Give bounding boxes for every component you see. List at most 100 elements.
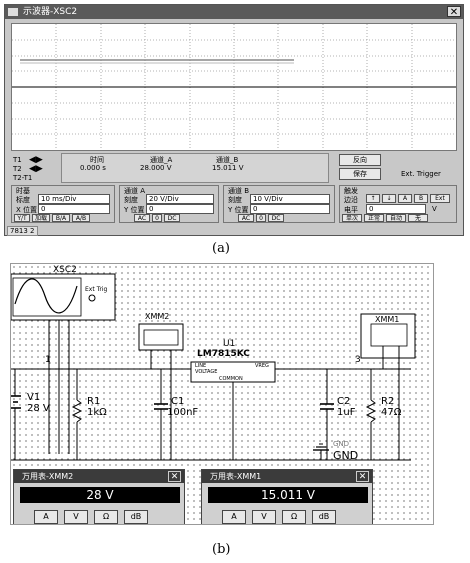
edge-rising-button[interactable]: ↑ — [366, 194, 380, 203]
v1-value: 28 V — [27, 403, 50, 414]
caption-a: (a) — [212, 241, 230, 256]
channel-b-zero-button[interactable]: 0 — [256, 214, 266, 222]
cursor-t1-label: T1 — [13, 156, 22, 164]
scope-ext-trig-label: Ext Trig — [85, 286, 108, 293]
trigger-single-button[interactable]: 单次 — [342, 214, 362, 222]
channel-a-ac-button[interactable]: AC — [134, 214, 150, 222]
cursor-readout-panel: 时间 通道_A 通道_B 0.000 s 28.000 V 15.011 V — [61, 153, 329, 183]
xmm2-label: XMM2 — [145, 312, 170, 321]
trigger-normal-button[interactable]: 正常 — [364, 214, 384, 222]
trigger-level-field[interactable]: 0 — [366, 204, 426, 214]
readout-time-header: 时间 — [90, 156, 104, 164]
edge-source-b-button[interactable]: B — [414, 194, 428, 203]
r2-value: 47Ω — [381, 407, 402, 418]
multimeter-xmm2-display: 28 V — [20, 487, 180, 503]
u1-label: U1 — [223, 339, 236, 349]
xpos-label: X 位置 — [16, 206, 38, 214]
xmm2-db-button[interactable]: dB — [124, 510, 148, 524]
node-3-label: 3 — [355, 355, 361, 365]
c2-name: C2 — [337, 396, 351, 407]
edge-source-ext-button[interactable]: Ext — [430, 194, 450, 203]
mode-ab-button[interactable]: A/B — [72, 214, 90, 222]
ext-trigger-label: Ext. Trigger — [401, 170, 441, 178]
multimeter-xmm1-titlebar[interactable]: 万用表-XMM1 ✕ — [202, 470, 372, 483]
save-button[interactable]: 保存 — [339, 168, 381, 180]
c2-value: 1uF — [337, 407, 356, 418]
cursor-t2-label: T2 — [13, 165, 22, 173]
oscilloscope-screen[interactable] — [11, 23, 457, 151]
scope-label: XSC2 — [53, 265, 77, 275]
oscilloscope-title: 示波器-XSC2 — [23, 7, 78, 17]
close-icon[interactable]: ✕ — [168, 471, 181, 482]
xmm1-amp-button[interactable]: A — [222, 510, 246, 524]
u1-voltage-label: VOLTAGE — [195, 369, 218, 375]
caption-b: (b) — [212, 542, 231, 557]
channel-b-scale-label: 刻度 — [228, 196, 242, 204]
trigger-auto-button[interactable]: 自动 — [386, 214, 406, 222]
xmm2-amp-button[interactable]: A — [34, 510, 58, 524]
channel-b-dc-button[interactable]: DC — [268, 214, 284, 222]
v1-name: V1 — [27, 392, 41, 403]
circuit-schematic: XSC2 Ext Trig XMM2 XMM1 U1 LM7815KC LINE… — [10, 263, 434, 525]
channel-b-group: 通道 B 刻度 10 V/Div Y 位置 0 AC 0 DC — [223, 185, 335, 223]
oscilloscope-titlebar[interactable]: 示波器-XSC2 ✕ — [5, 5, 463, 19]
c1-name: C1 — [171, 396, 185, 407]
scope-graticule — [12, 24, 456, 150]
mode-ba-button[interactable]: B/A — [52, 214, 70, 222]
channel-a-scale-field[interactable]: 20 V/Div — [146, 194, 214, 204]
xmm2-volt-button[interactable]: V — [64, 510, 88, 524]
xmm2-ohm-button[interactable]: Ω — [94, 510, 118, 524]
close-icon[interactable]: ✕ — [447, 6, 461, 18]
u1-pin-in-label: LINE — [195, 363, 207, 369]
gnd-faint-label: GND — [333, 440, 350, 448]
reverse-button[interactable]: 反向 — [339, 154, 381, 166]
channel-b-ypos-label: Y 位置 — [228, 206, 249, 214]
circuit-wires — [11, 273, 416, 461]
timebase-scale-field[interactable]: 10 ms/Div — [38, 194, 110, 204]
channel-a-zero-button[interactable]: 0 — [152, 214, 162, 222]
mode-yt-button[interactable]: Y/T — [14, 214, 30, 222]
r2-name: R2 — [381, 396, 395, 407]
u1-part-label: LM7815KC — [197, 349, 250, 359]
channel-b-ypos-field[interactable]: 0 — [250, 204, 330, 214]
multimeter-xmm1-title: 万用表-XMM1 — [210, 472, 262, 481]
channel-a-scale-label: 刻度 — [124, 196, 138, 204]
edge-source-a-button[interactable]: A — [398, 194, 412, 203]
node-1-label: 1 — [45, 355, 51, 365]
channel-a-dc-button[interactable]: DC — [164, 214, 180, 222]
multimeter-xmm1-display: 15.011 V — [208, 487, 368, 503]
r1-value: 1kΩ — [87, 407, 107, 418]
status-text: 7813 2 — [7, 226, 38, 236]
mode-load-button[interactable]: 加载 — [32, 214, 50, 222]
readout-channel-b-value: 15.011 V — [212, 164, 244, 172]
trigger-level-unit: V — [432, 205, 437, 213]
multimeter-xmm2-titlebar[interactable]: 万用表-XMM2 ✕ — [14, 470, 184, 483]
u1-pin-out-label: VREG — [255, 363, 269, 369]
r1-name: R1 — [87, 396, 101, 407]
multimeter-xmm2-panel: 万用表-XMM2 ✕ 28 V A V Ω dB — [13, 469, 185, 524]
xpos-field[interactable]: 0 — [38, 204, 110, 214]
channel-b-scale-field[interactable]: 10 V/Div — [250, 194, 330, 204]
cursor-t2-arrows-icon[interactable]: ◀▶ — [29, 164, 43, 174]
readout-channel-a-header: 通道_A — [150, 156, 173, 164]
xmm1-ohm-button[interactable]: Ω — [282, 510, 306, 524]
xmm1-db-button[interactable]: dB — [312, 510, 336, 524]
cursor-t1-arrows-icon[interactable]: ◀▶ — [29, 155, 43, 165]
timebase-group: 时基 标度 10 ms/Div X 位置 0 Y/T 加载 B/A A/B — [11, 185, 115, 223]
xmm1-label: XMM1 — [375, 315, 400, 324]
timebase-scale-label: 标度 — [16, 196, 30, 204]
readout-time-value: 0.000 s — [80, 164, 106, 172]
edge-falling-button[interactable]: ↓ — [382, 194, 396, 203]
readout-channel-a-value: 28.000 V — [140, 164, 172, 172]
channel-a-group: 通道 A 刻度 20 V/Div Y 位置 0 AC 0 DC — [119, 185, 219, 223]
channel-a-ypos-field[interactable]: 0 — [146, 204, 214, 214]
trigger-none-button[interactable]: 无 — [408, 214, 428, 222]
oscilloscope-window: 示波器-XSC2 ✕ T1 ◀▶ T2 ◀▶ T2-T1 时间 通道_A 通道 — [4, 4, 464, 236]
trigger-level-label: 电平 — [344, 206, 358, 214]
channel-b-ac-button[interactable]: AC — [238, 214, 254, 222]
readout-channel-b-header: 通道_B — [216, 156, 239, 164]
app-icon — [8, 8, 18, 16]
close-icon[interactable]: ✕ — [356, 471, 369, 482]
trigger-edge-label: 边沿 — [344, 196, 358, 204]
xmm1-volt-button[interactable]: V — [252, 510, 276, 524]
